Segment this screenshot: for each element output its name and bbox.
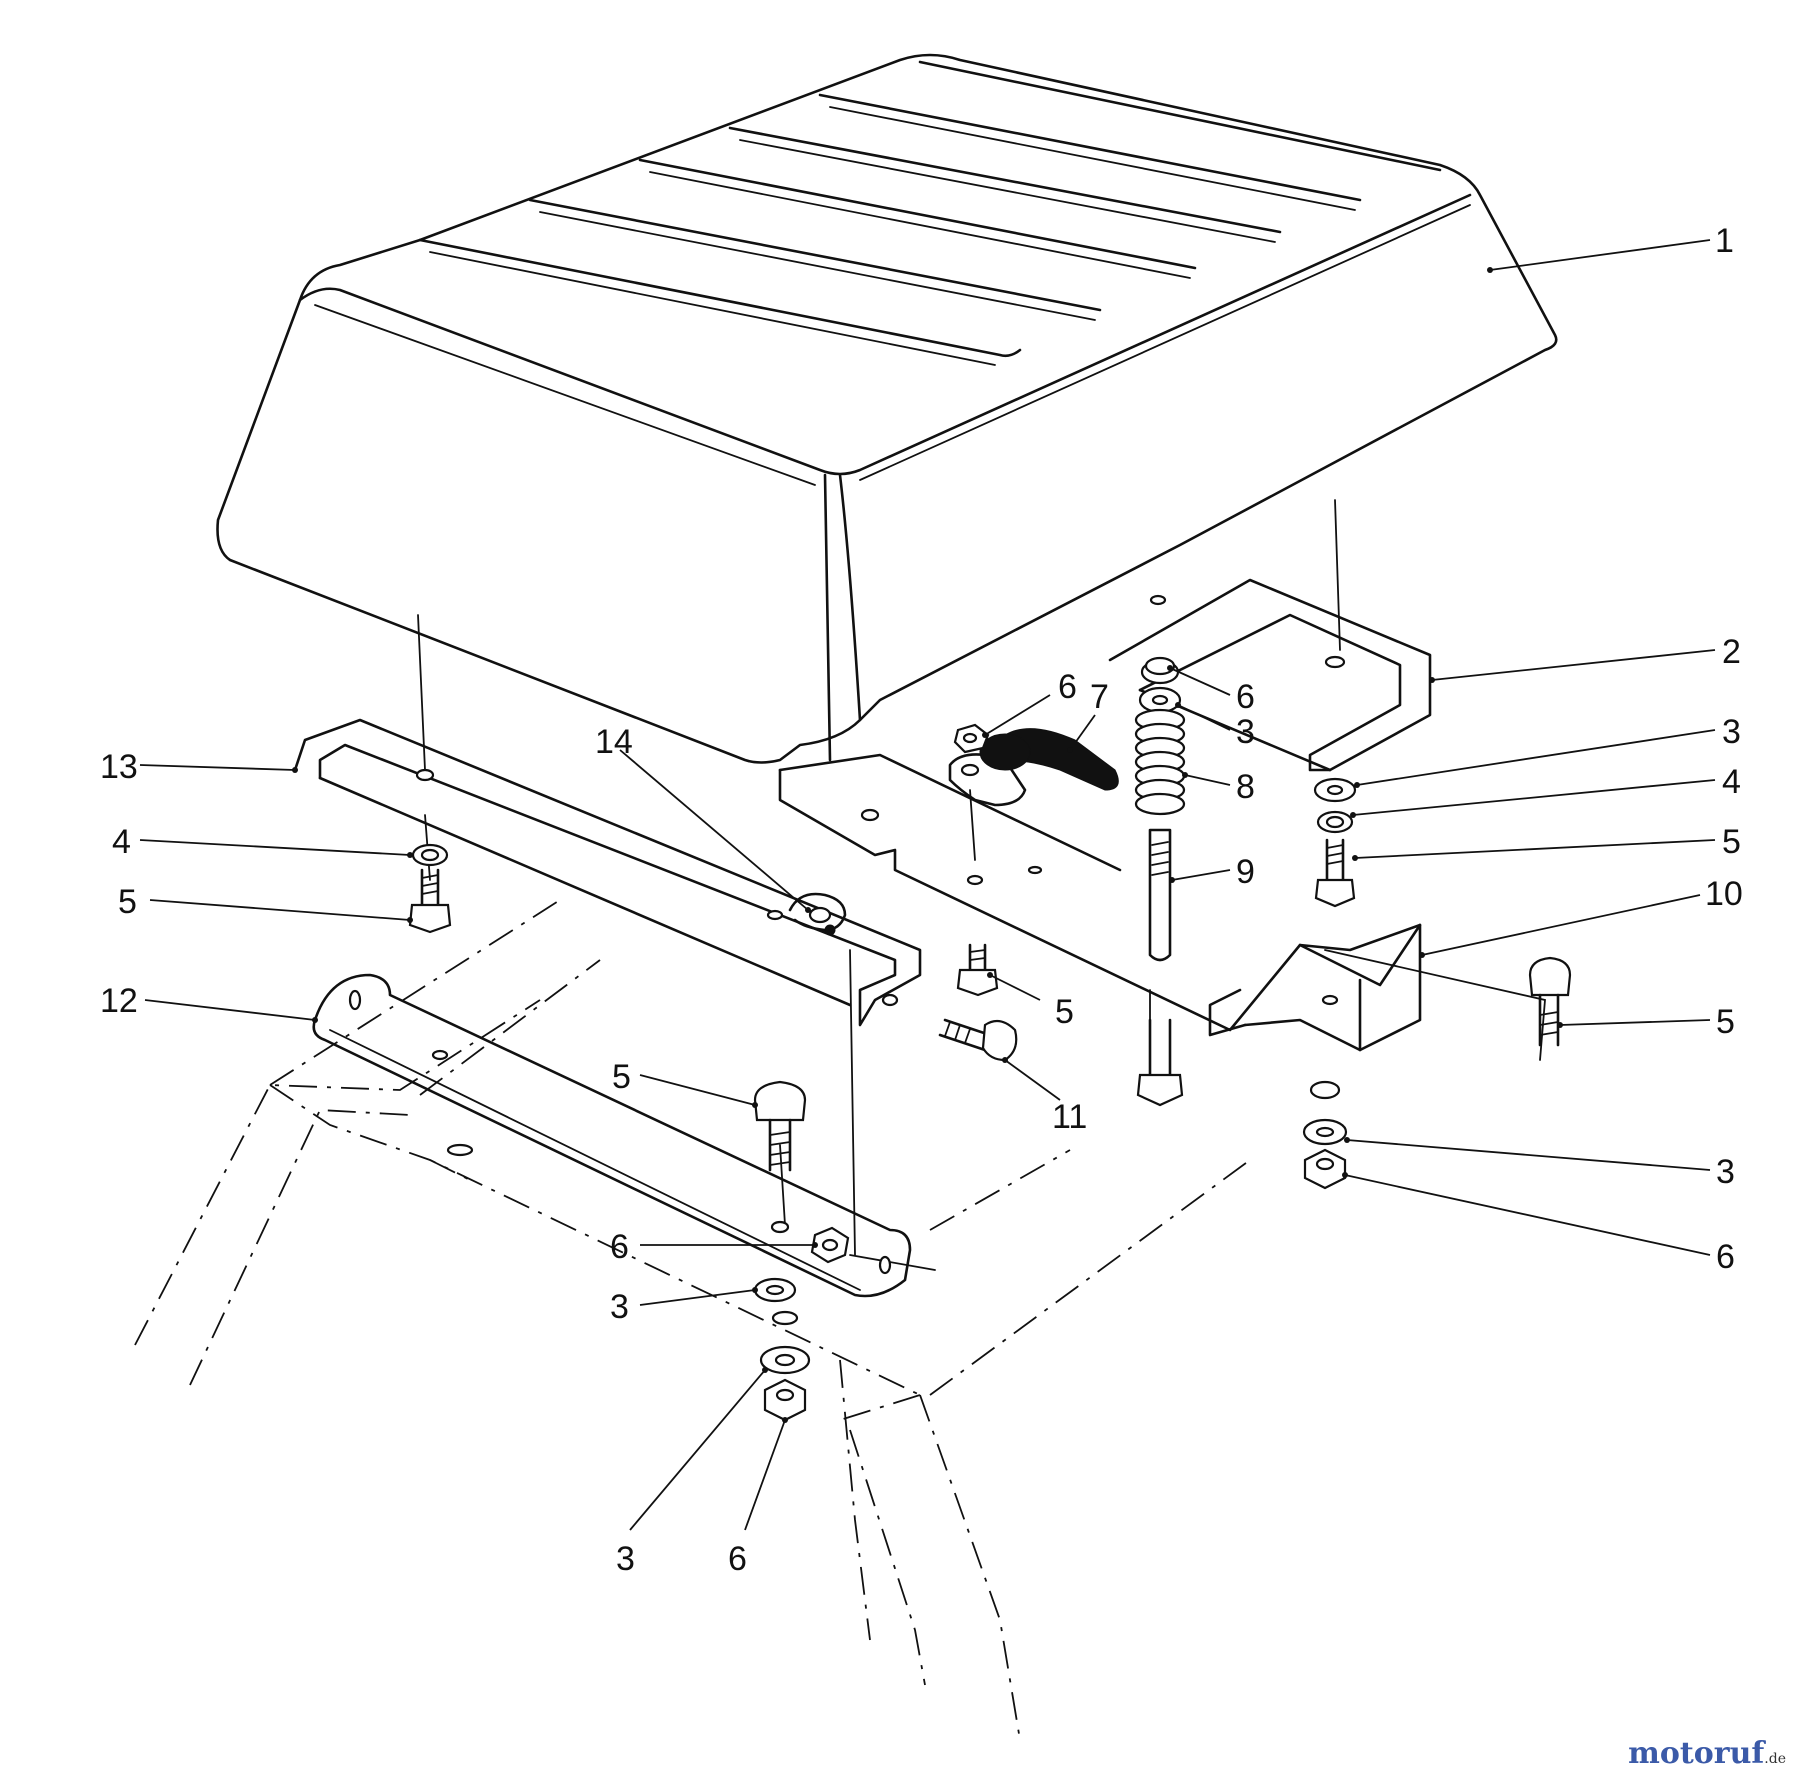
alignment-lines	[417, 499, 1546, 1271]
callout-2: 2	[1722, 633, 1741, 671]
callout-5: 5	[1055, 993, 1074, 1031]
front-hinge-bracket	[293, 718, 922, 1027]
callout-1: 1	[1715, 222, 1734, 260]
callout-6: 6	[610, 1228, 629, 1266]
callout-4: 4	[1722, 763, 1741, 801]
callout-10: 10	[1705, 875, 1743, 913]
spring-assembly	[1134, 656, 1186, 1107]
seat-switch	[948, 728, 1119, 807]
callout-7: 7	[1090, 678, 1109, 716]
callout-12: 12	[100, 982, 138, 1020]
callout-13: 13	[100, 748, 138, 786]
hardware	[408, 723, 1572, 1422]
callout-5: 5	[1716, 1003, 1735, 1041]
callout-5: 5	[612, 1058, 631, 1096]
lower-hinge-bracket	[312, 973, 912, 1298]
leader-lines	[139, 239, 1716, 1531]
seat-mounting-plate	[778, 753, 1422, 1052]
watermark-text: motoruf	[1628, 1736, 1765, 1771]
callout-6: 6	[728, 1540, 747, 1578]
callout-numbers: 1 2 3 3 3 3 3 4 4 5 5 5 5 5 6 6 6 6 6 7 …	[100, 222, 1743, 1578]
callout-14: 14	[595, 723, 633, 761]
callout-5: 5	[118, 883, 137, 921]
callout-4: 4	[112, 823, 131, 861]
seat-cover	[216, 53, 1558, 764]
watermark-tld: .de	[1764, 1751, 1786, 1767]
callout-3: 3	[610, 1288, 629, 1326]
callout-3: 3	[616, 1540, 635, 1578]
callout-6: 6	[1236, 678, 1255, 716]
callout-3: 3	[1722, 713, 1741, 751]
callout-6: 6	[1058, 668, 1077, 706]
callout-9: 9	[1236, 853, 1255, 891]
callout-5: 5	[1722, 823, 1741, 861]
callout-3: 3	[1236, 713, 1255, 751]
pivot-clip	[788, 892, 847, 936]
callout-8: 8	[1236, 768, 1255, 806]
callout-6: 6	[1716, 1238, 1735, 1276]
watermark-logo: motoruf.de	[1628, 1736, 1786, 1771]
chassis-outline	[134, 899, 1251, 1741]
callout-11: 11	[1052, 1098, 1087, 1136]
compression-spring	[1134, 708, 1186, 816]
callout-3: 3	[1716, 1153, 1735, 1191]
